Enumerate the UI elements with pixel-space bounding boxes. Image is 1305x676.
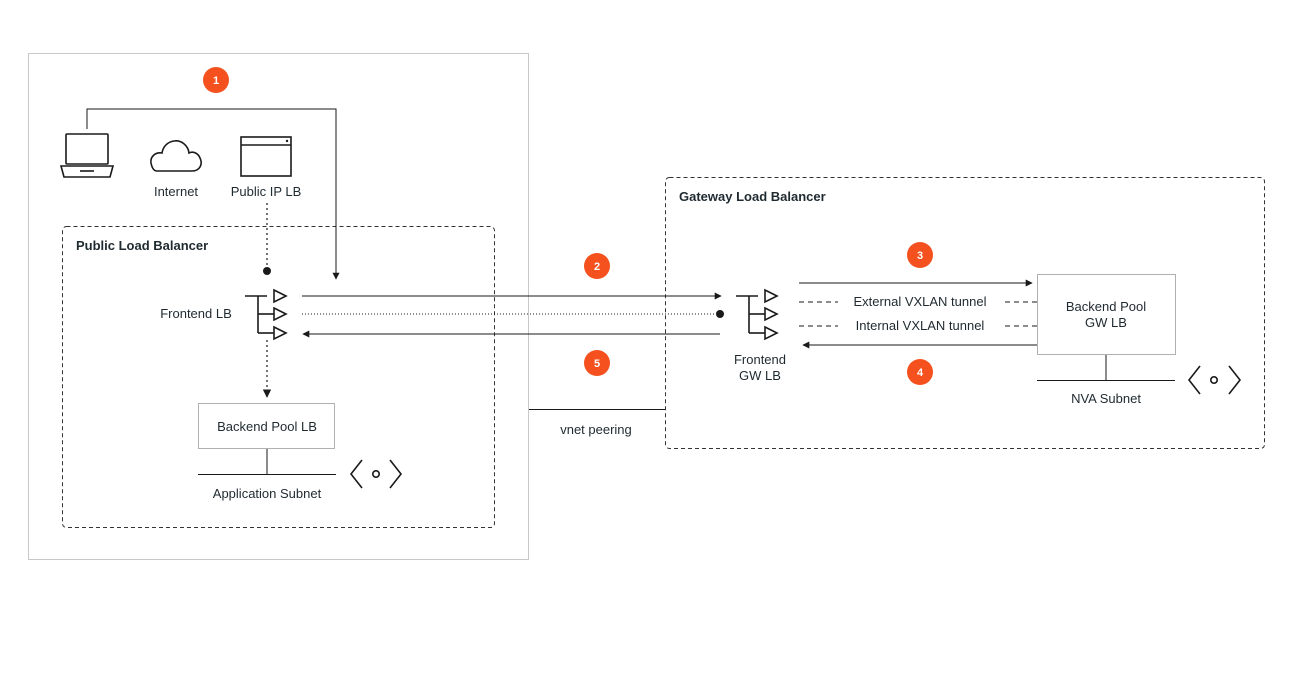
- step-badge-4: 4: [907, 359, 933, 385]
- subnet-icon: [349, 459, 403, 489]
- cloud-icon: [150, 140, 202, 172]
- frontend-gw-lb-label-line1: Frontend: [734, 352, 786, 367]
- backend-pool-gw-lb-box: [1037, 274, 1176, 355]
- step-badge-1: 1: [203, 67, 229, 93]
- internal-vxlan-tunnel-label: Internal VXLAN tunnel: [856, 318, 985, 333]
- gw-lb-endpoint-dot: [716, 310, 724, 318]
- client-area-box: [28, 53, 529, 560]
- public-lb-region: [62, 226, 495, 528]
- backend-pool-lb-box: [198, 403, 335, 449]
- frontend-lb-icon: [245, 288, 288, 341]
- laptop-icon: [59, 133, 115, 178]
- internet-label: Internet: [154, 184, 198, 199]
- step-badge-2: 2: [584, 253, 610, 279]
- public-ip-lb-label: Public IP LB: [231, 184, 302, 199]
- public-lb-title: Public Load Balancer: [76, 238, 208, 253]
- svg-text:5: 5: [594, 358, 600, 370]
- frontend-gw-lb-icon: [736, 288, 779, 341]
- frontend-lb-label: Frontend LB: [160, 306, 232, 321]
- nva-subnet-icon: [1187, 365, 1242, 395]
- flow-1-path: [86, 108, 340, 280]
- frontend-gw-lb-label-line2: GW LB: [739, 368, 781, 383]
- backend-pool-gw-lb-label-line2: GW LB: [1085, 315, 1127, 330]
- application-subnet-label: Application Subnet: [213, 486, 322, 501]
- external-vxlan-tunnel-label: External VXLAN tunnel: [854, 294, 987, 309]
- vnet-peering-label: vnet peering: [560, 422, 632, 437]
- gateway-lb-title: Gateway Load Balancer: [679, 189, 826, 204]
- step-badge-5: 5: [584, 350, 610, 376]
- svg-text:2: 2: [594, 261, 600, 273]
- browser-dot: [285, 139, 289, 143]
- svg-text:1: 1: [213, 75, 219, 87]
- svg-text:3: 3: [917, 250, 923, 262]
- nva-subnet-label: NVA Subnet: [1071, 391, 1141, 406]
- gateway-lb-region: [665, 177, 1265, 449]
- public-ip-endpoint-dot: [263, 267, 271, 275]
- browser-window-icon: [240, 136, 292, 177]
- backend-pool-gw-lb-label-line1: Backend Pool: [1066, 299, 1146, 314]
- step-badge-3: 3: [907, 242, 933, 268]
- svg-text:4: 4: [917, 367, 924, 379]
- backend-pool-lb-label: Backend Pool LB: [217, 419, 317, 434]
